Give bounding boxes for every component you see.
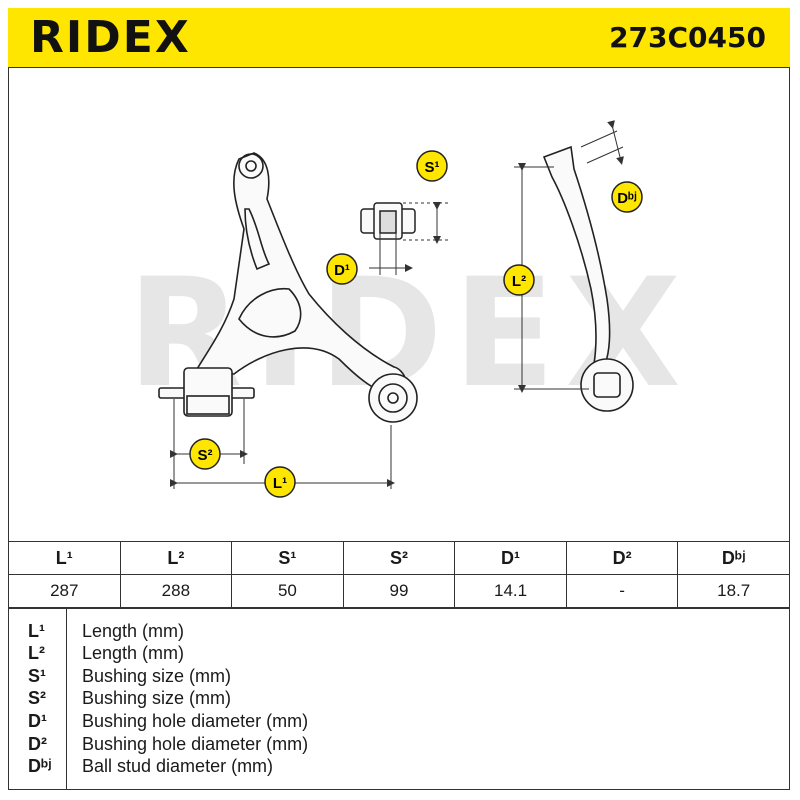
- value-d1: 14.1: [454, 574, 567, 608]
- spec-value-row: 287 288 50 99 14.1 - 18.7: [8, 574, 790, 608]
- value-s1: 50: [231, 574, 344, 608]
- value-l1: 287: [8, 574, 121, 608]
- legend-symbol: S¹: [28, 666, 46, 686]
- legend-text: Bushing hole diameter (mm): [82, 734, 309, 754]
- value-l2: 288: [119, 574, 233, 608]
- legend-text: Bushing size (mm): [82, 666, 232, 686]
- side-view-arm: [542, 145, 634, 412]
- legend-item: L² Length (mm): [8, 642, 768, 664]
- brand-logo: RIDEX: [30, 12, 191, 63]
- header-l1: L¹: [8, 541, 121, 575]
- legend-item: D² Bushing hole diameter (mm): [8, 733, 768, 755]
- legend-text: Bushing hole diameter (mm): [82, 711, 309, 731]
- drawing-svg: S¹ D¹ S² L¹ L² Dᵇʲ: [158, 120, 643, 498]
- badge-l2: L²: [503, 264, 535, 296]
- badge-l2-text: L²: [512, 273, 526, 290]
- legend-symbol: D²: [28, 734, 47, 754]
- header-s1: S¹: [231, 541, 344, 575]
- legend-item: S¹ Bushing size (mm): [8, 665, 768, 687]
- badge-d1: D¹: [326, 253, 358, 285]
- spec-header-row: L¹ L² S¹ S² D¹ D² Dᵇʲ: [8, 541, 790, 575]
- header-dbj: Dᵇʲ: [677, 541, 790, 575]
- legend: L¹ Length (mm) L² Length (mm) S¹ Bushing…: [8, 608, 790, 790]
- value-dbj: 18.7: [677, 574, 790, 608]
- legend-symbol: S²: [28, 688, 46, 708]
- value-d2: -: [565, 574, 679, 608]
- badge-d1-text: D¹: [334, 262, 350, 279]
- badge-l1-text: L¹: [273, 475, 287, 492]
- legend-text: Bushing size (mm): [82, 688, 232, 708]
- legend-divider: [66, 609, 67, 790]
- ball-joint: [368, 373, 418, 423]
- header-d2: D²: [565, 541, 679, 575]
- legend-item: L¹ Length (mm): [8, 620, 768, 642]
- technical-drawing: RIDEX: [9, 69, 789, 539]
- control-arm: [192, 152, 408, 400]
- legend-symbol: Dᵇʲ: [28, 756, 52, 776]
- header-s2: S²: [342, 541, 456, 575]
- legend-item: S² Bushing size (mm): [8, 687, 768, 709]
- legend-symbol: L²: [28, 643, 45, 663]
- part-number: 273C0450: [609, 21, 766, 54]
- badge-s2-text: S²: [198, 447, 213, 464]
- badge-l1: L¹: [264, 466, 296, 498]
- badge-dbj: Dᵇʲ: [611, 181, 643, 213]
- badge-s1: S¹: [416, 150, 448, 182]
- legend-item: Dᵇʲ Ball stud diameter (mm): [8, 755, 768, 777]
- badge-s2: S²: [189, 438, 221, 470]
- legend-text: Length (mm): [82, 621, 185, 641]
- spec-table: L¹ L² S¹ S² D¹ D² Dᵇʲ 287 288 50 99 14.1…: [8, 541, 790, 608]
- value-s2: 99: [342, 574, 456, 608]
- left-bushing: [158, 367, 255, 417]
- legend-item: D¹ Bushing hole diameter (mm): [8, 710, 768, 732]
- badge-dbj-text: Dᵇʲ: [617, 190, 637, 207]
- header-d1: D¹: [454, 541, 567, 575]
- legend-symbol: D¹: [28, 711, 47, 731]
- header-l2: L²: [119, 541, 233, 575]
- legend-text: Ball stud diameter (mm): [82, 756, 274, 776]
- badge-s1-text: S¹: [425, 159, 440, 176]
- label-badges: S¹ D¹ S² L¹ L² Dᵇʲ: [189, 150, 643, 498]
- legend-text: Length (mm): [82, 643, 185, 663]
- legend-symbol: L¹: [28, 621, 45, 641]
- bushing-detail: [360, 202, 416, 240]
- header-bar: RIDEX 273C0450: [8, 8, 790, 68]
